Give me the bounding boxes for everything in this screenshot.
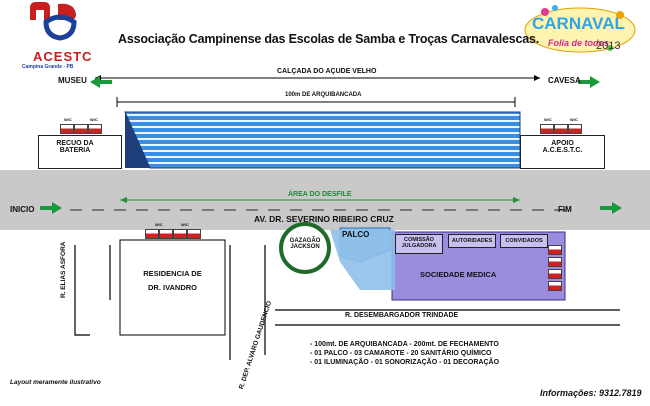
wc-group-apoio: W/C W/C xyxy=(540,117,590,135)
layout-note: Layout meramente ilustrativo xyxy=(10,379,101,386)
wc-label: W/C xyxy=(90,117,98,122)
residencia-block xyxy=(119,239,226,336)
sociedade-label: SOCIEDADE MEDICA xyxy=(420,270,497,279)
wc-unit xyxy=(548,245,562,255)
fim-arrow xyxy=(600,202,622,214)
apoio-box xyxy=(520,135,605,169)
area-desfile-label: ÁREA DO DESFILE xyxy=(288,191,352,198)
palco-area xyxy=(330,230,395,290)
carnaval-badge-bg xyxy=(524,7,636,53)
avenue-label: AV. DR. SEVERINO RIBEIRO CRUZ xyxy=(254,214,394,224)
logo-ring xyxy=(43,14,77,41)
legend-line-3: - 01 ILUMINAÇÃO - 01 SONORIZAÇÃO - 01 DE… xyxy=(310,359,500,366)
apoio-label: APOIO A.C.E.S.T.C. xyxy=(542,140,583,154)
carnaval-word: CARNAVAL xyxy=(532,14,625,33)
arquibancada-stands xyxy=(124,111,521,169)
palco-label: PALCO xyxy=(342,230,370,239)
wc-unit xyxy=(548,281,562,291)
wc-unit xyxy=(145,229,159,239)
wc-unit xyxy=(540,124,554,134)
residencia-label: RESIDENCIA DE DR. IVANDRO xyxy=(143,269,202,292)
wc-unit xyxy=(568,124,582,134)
logo-text: ACESTC xyxy=(33,49,93,64)
gazagao-label: GAZAGÃO JACKSON xyxy=(289,238,321,250)
inicio-arrow xyxy=(40,202,62,214)
wc-unit xyxy=(548,269,562,279)
carnaval-sub: Folia de todos xyxy=(548,38,610,48)
wc-unit xyxy=(74,124,88,134)
wc-label: W/C xyxy=(155,222,163,227)
wc-group-street: W/C W/C xyxy=(145,222,205,240)
elias-street-label: R. ELIAS ASFORA xyxy=(60,241,67,298)
wc-unit xyxy=(88,124,102,134)
comissao-label: COMISSÃO JULGADORA xyxy=(401,237,437,249)
wc-group-recuo: W/C W/C xyxy=(60,117,110,135)
legend-line-1: - 100mt. DE ARQUIBANCADA - 200mt. DE FEC… xyxy=(310,341,499,348)
wc-label: W/C xyxy=(544,117,552,122)
wc-label: W/C xyxy=(181,222,189,227)
wc-unit xyxy=(159,229,173,239)
wc-label: W/C xyxy=(570,117,578,122)
fim-label: FIM xyxy=(558,205,572,214)
museu-arrow xyxy=(90,76,112,88)
convidados-label: CONVIDADOS xyxy=(505,238,543,244)
cavesa-label: CAVESA xyxy=(548,76,581,85)
carnaval-year: 2013 xyxy=(596,40,621,52)
arquibancada-side xyxy=(125,112,150,168)
legend-line-2: - 01 PALCO - 03 CAMAROTE - 20 SANITÁRIO … xyxy=(310,350,492,357)
comissao-box: COMISSÃO JULGADORA xyxy=(395,234,443,254)
cavesa-arrow-shape xyxy=(578,76,600,88)
logo-sub: Campina Grande - PB xyxy=(22,64,74,70)
wc-unit xyxy=(187,229,201,239)
wc-unit xyxy=(60,124,74,134)
convidados-box: CONVIDADOS xyxy=(500,234,548,248)
wc-label: W/C xyxy=(64,117,72,122)
recuo-bateria-label: RECUO DA BATERIA xyxy=(56,140,94,154)
recuo-bateria-box xyxy=(38,135,122,169)
calcada-label: CALÇADA DO AÇUDE VELHO xyxy=(277,68,377,75)
autoridades-box: AUTORIDADES xyxy=(448,234,496,248)
gazagao-circle xyxy=(279,222,331,274)
calcada-arrow-right xyxy=(534,75,540,81)
wc-unit xyxy=(548,257,562,267)
inicio-label: INICIO xyxy=(10,205,35,214)
wc-unit xyxy=(554,124,568,134)
logo-a-shape xyxy=(30,2,50,20)
wc-group-camarote xyxy=(548,245,562,295)
info-text: Informações: 9312.7819 xyxy=(540,388,642,398)
page-title: Associação Campinense das Escolas de Sam… xyxy=(118,32,540,46)
museu-label: MUSEU xyxy=(58,76,87,85)
arquibancada-label: 100m DE ARQUIBANCADA xyxy=(285,92,362,98)
trindade-street-label: R. DESEMBARGADOR TRINDADE xyxy=(345,312,459,319)
autoridades-label: AUTORIDADES xyxy=(451,238,493,244)
street-elias-left xyxy=(74,245,90,336)
wc-unit xyxy=(173,229,187,239)
